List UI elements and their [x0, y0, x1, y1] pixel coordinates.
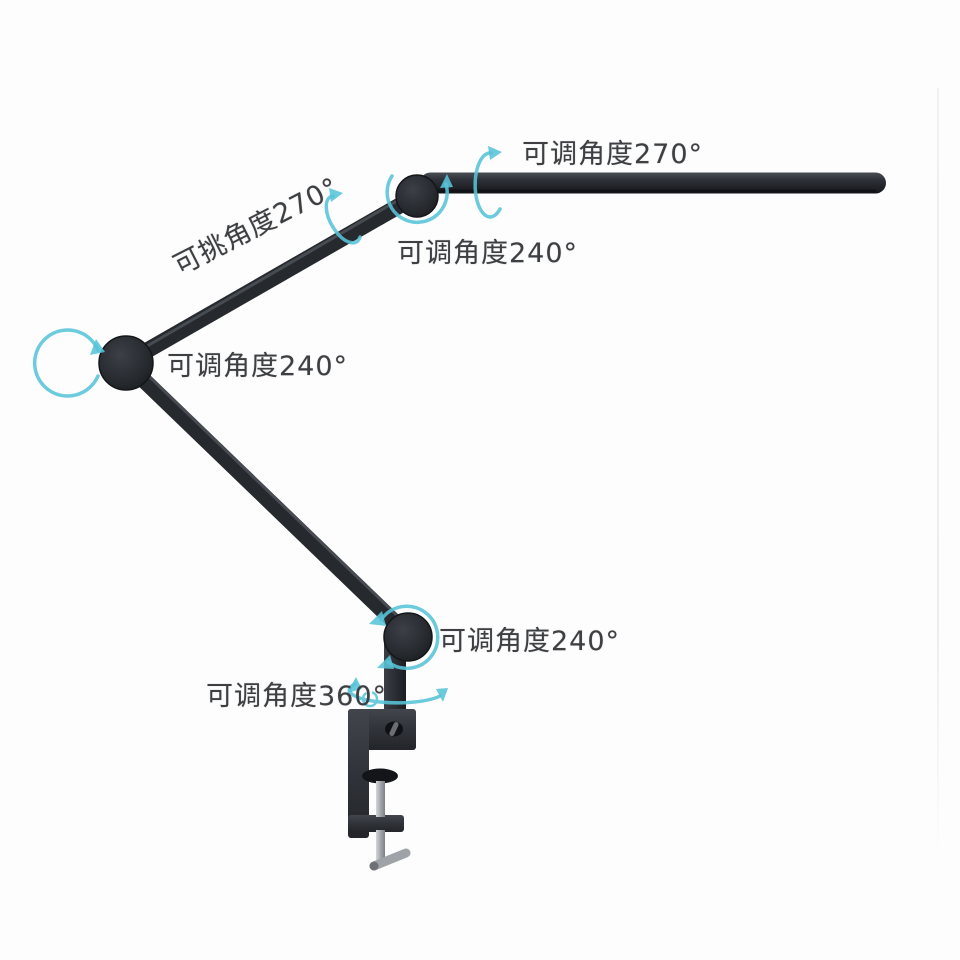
upper-arm-highlight	[128, 189, 416, 358]
upper-arm	[119, 187, 426, 370]
base-ring-icon	[361, 690, 379, 708]
top-joint	[395, 174, 439, 218]
bottom-joint-rotation-arrow-icon	[379, 604, 440, 671]
lower-arm	[118, 355, 414, 641]
middle-joint	[98, 335, 154, 391]
middle-joint-rotation-arrow-icon	[32, 328, 100, 398]
page-edge-line	[937, 88, 939, 858]
label-base-rotation-360: 可调角度360°	[206, 681, 388, 712]
clamp-body	[348, 709, 416, 838]
head-bar-rotation-arrow-icon	[473, 151, 502, 219]
arrowhead-icon	[377, 655, 394, 669]
arrowhead-icon	[440, 174, 453, 188]
upper-arm-rotation-arrow-icon	[324, 194, 362, 245]
arrowhead-icon	[90, 339, 105, 355]
clamp-pad	[362, 768, 398, 784]
lower-arm-highlight	[128, 356, 411, 629]
clamp-screw-lower	[376, 830, 385, 862]
rotation-arrowheads	[90, 146, 502, 702]
clamp-handle-cap	[369, 861, 379, 871]
arrowhead-icon	[488, 146, 502, 160]
clamp-screw-upper	[376, 781, 385, 817]
label-lower-joint-240: 可调角度240°	[439, 626, 621, 657]
lamp-head-bar	[420, 172, 886, 194]
label-upper-joint-240: 可调角度240°	[397, 238, 579, 269]
clamp-screw-handle	[369, 848, 411, 871]
arrowhead-icon	[329, 188, 343, 202]
label-middle-joint-240: 可调角度240°	[167, 351, 349, 382]
arrowhead-icon	[436, 688, 448, 702]
top-joint-rotation-arrow-icon	[385, 174, 449, 224]
bottom-joint	[383, 612, 433, 662]
arrowhead-icon	[369, 611, 386, 626]
label-head-rotation-270: 可调角度270°	[522, 139, 704, 170]
arrowhead-icon	[347, 677, 362, 693]
